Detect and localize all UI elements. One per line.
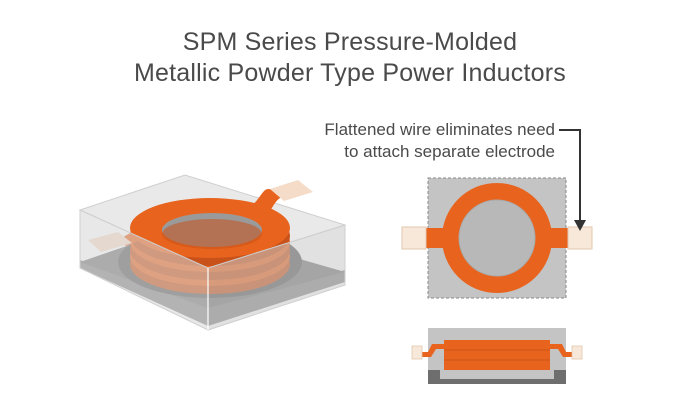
- callout-text: Flattened wire eliminates need to attach…: [324, 119, 555, 163]
- callout-arrow: [559, 129, 586, 231]
- diagram-title: SPM Series Pressure-Molded Metallic Powd…: [0, 27, 700, 89]
- top-core: [458, 199, 536, 277]
- top-view-inductor: [401, 177, 593, 299]
- title-line-2: Metallic Powder Type Power Inductors: [134, 59, 566, 87]
- electrode-back-right: [270, 180, 313, 201]
- side-coil-block: [444, 340, 550, 370]
- isometric-inductor: [78, 174, 347, 331]
- side-electrode-right: [571, 345, 583, 360]
- side-lead-left: [420, 344, 444, 357]
- callout-line-2: to attach separate electrode: [344, 142, 555, 161]
- arrowhead: [574, 220, 586, 231]
- coil-lead-back: [248, 189, 282, 220]
- side-lead-right: [550, 344, 574, 357]
- callout-line-1: Flattened wire eliminates need: [324, 120, 555, 139]
- title-line-1: SPM Series Pressure-Molded: [182, 28, 518, 56]
- side-view-inductor: [411, 328, 583, 384]
- top-electrode-left: [401, 226, 427, 250]
- side-electrode-left: [411, 345, 423, 360]
